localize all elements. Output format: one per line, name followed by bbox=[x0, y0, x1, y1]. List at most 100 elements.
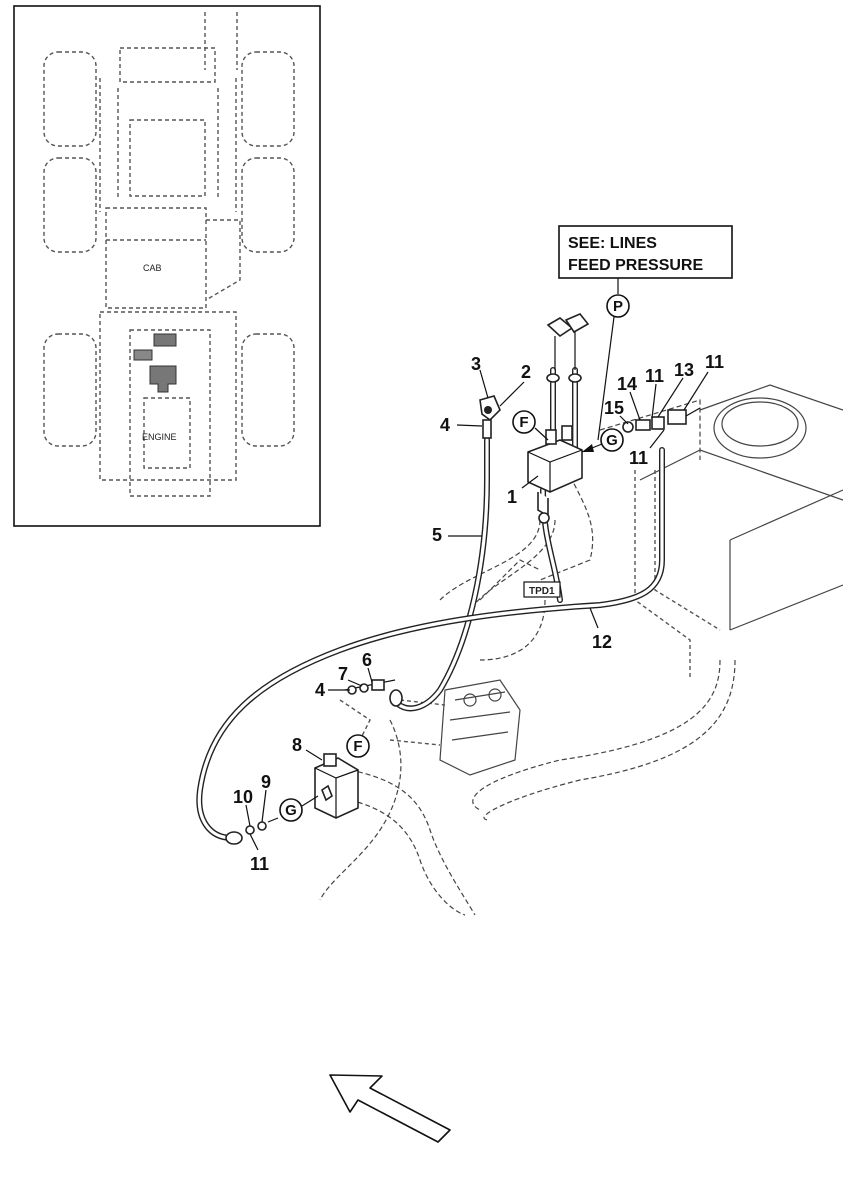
fitting-tube-bottom bbox=[267, 817, 279, 823]
valve-block-8-fitting bbox=[321, 784, 333, 802]
fitting-11-tube bbox=[685, 407, 701, 417]
fitting-10 bbox=[245, 825, 255, 835]
fitting-15 bbox=[622, 421, 634, 433]
tank-box bbox=[729, 489, 843, 631]
see-lines-note: SEE: LINES FEED PRESSURE bbox=[558, 225, 733, 294]
leader-1 bbox=[521, 475, 539, 489]
top-hose-fittings bbox=[546, 313, 590, 383]
tpd1-tag: TPD1 bbox=[523, 581, 561, 598]
leader-11-b bbox=[683, 371, 709, 411]
callout-14: 14 bbox=[617, 374, 637, 394]
fitting-11-body bbox=[667, 409, 687, 425]
valve-block-8 bbox=[314, 753, 359, 819]
leader-13 bbox=[657, 377, 684, 418]
wheel-front-left bbox=[43, 51, 97, 147]
boom-outline bbox=[119, 12, 238, 83]
callout-8: 8 bbox=[292, 735, 302, 755]
upper-tubes bbox=[554, 332, 576, 370]
mid-fittings bbox=[339, 679, 403, 741]
right-fitting-row bbox=[581, 407, 701, 453]
machine-overview-inset: CAB ENGINE bbox=[13, 5, 321, 527]
callout-13: 13 bbox=[674, 360, 694, 380]
leader-2 bbox=[499, 381, 525, 407]
bottom-left-fittings bbox=[225, 817, 279, 845]
marker-g-bottom-label: G bbox=[285, 802, 297, 819]
valve-block-8-edges bbox=[314, 767, 359, 818]
callout-11-bottom: 11 bbox=[250, 854, 269, 874]
pump-body bbox=[439, 679, 521, 776]
callout-3: 3 bbox=[471, 354, 481, 374]
leader-9 bbox=[261, 789, 267, 823]
cab-outline bbox=[105, 207, 207, 309]
direction-arrow-icon bbox=[329, 1074, 451, 1143]
pump-marker bbox=[149, 365, 177, 393]
elbow-fitting-3 bbox=[479, 395, 501, 439]
fitting-4-top bbox=[482, 419, 492, 439]
engine-compartment-outline bbox=[99, 311, 237, 497]
marker-f-top-leader bbox=[534, 427, 549, 441]
wheel-mid-left bbox=[43, 157, 97, 253]
marker-f-top: F bbox=[512, 410, 549, 441]
valve-block-1-body bbox=[527, 439, 583, 493]
g-arrow-head bbox=[582, 444, 594, 452]
callout-1: 1 bbox=[507, 487, 517, 507]
note-line-2: FEED PRESSURE bbox=[568, 257, 703, 274]
cab-side bbox=[205, 219, 241, 301]
marker-g-bottom-circle bbox=[279, 798, 303, 822]
marker-g-top-circle bbox=[600, 428, 624, 452]
engine-label: ENGINE bbox=[142, 432, 177, 442]
marker-p: P bbox=[597, 294, 630, 441]
leader-11-bottom bbox=[249, 833, 259, 851]
leader-8 bbox=[305, 749, 323, 761]
frame-rail-2 bbox=[654, 470, 721, 631]
hose-5-end-fitting bbox=[389, 689, 403, 707]
valve-block-1-nut bbox=[538, 512, 550, 524]
leader-3 bbox=[479, 369, 489, 399]
marker-f-bottom: F bbox=[346, 734, 370, 758]
tank-cap bbox=[713, 397, 807, 459]
valve-block-1-port-a bbox=[545, 429, 557, 445]
tpd1-label: TPD1 bbox=[529, 586, 555, 597]
inset-frame bbox=[13, 5, 321, 527]
leader-14 bbox=[629, 391, 641, 421]
leader-6 bbox=[367, 667, 373, 683]
hose-5 bbox=[395, 437, 490, 712]
pump-port-2 bbox=[488, 688, 502, 702]
wheel-rear-right bbox=[241, 333, 295, 447]
fitting-13 bbox=[651, 416, 665, 430]
leader-12 bbox=[589, 607, 599, 629]
wheel-front-right bbox=[241, 51, 295, 147]
marker-g-bottom-leader bbox=[301, 795, 319, 807]
note-line-1: SEE: LINES bbox=[568, 235, 657, 252]
marker-f-bottom-circle bbox=[346, 734, 370, 758]
wheel-mid-right bbox=[241, 157, 295, 253]
callout-15: 15 bbox=[604, 398, 624, 418]
fitting-9 bbox=[257, 821, 267, 831]
frame-rail bbox=[634, 470, 691, 680]
elbow-3-center bbox=[484, 406, 492, 414]
pump-ribs bbox=[449, 691, 511, 741]
leader-11-a bbox=[651, 383, 657, 419]
leader-10 bbox=[245, 804, 251, 827]
upper-elbow-b bbox=[564, 313, 590, 334]
callout-11-a: 11 bbox=[645, 366, 664, 386]
valve-block-1-edges bbox=[527, 449, 583, 492]
hose-12 bbox=[196, 447, 665, 841]
marker-p-label: P bbox=[613, 298, 623, 315]
valve-block-8-port bbox=[323, 753, 337, 767]
cab-label: CAB bbox=[143, 263, 162, 273]
tank-cap-inner bbox=[721, 401, 799, 447]
ghost-hoses bbox=[319, 399, 736, 916]
fitting-14 bbox=[635, 419, 651, 431]
pump-assembly bbox=[389, 679, 521, 776]
marker-f-bottom-label: F bbox=[353, 738, 362, 755]
marker-p-circle bbox=[606, 294, 630, 318]
filter-marker bbox=[133, 349, 153, 361]
callouts: 1 2 3 4 5 6 7 4 8 9 10 11 12 13 14 11 11 bbox=[233, 352, 724, 874]
callout-6: 6 bbox=[362, 650, 372, 670]
callout-11-b: 11 bbox=[705, 352, 724, 372]
upper-nut-a bbox=[546, 373, 560, 383]
leader-15 bbox=[619, 415, 629, 425]
marker-g-top-label: G bbox=[606, 432, 618, 449]
